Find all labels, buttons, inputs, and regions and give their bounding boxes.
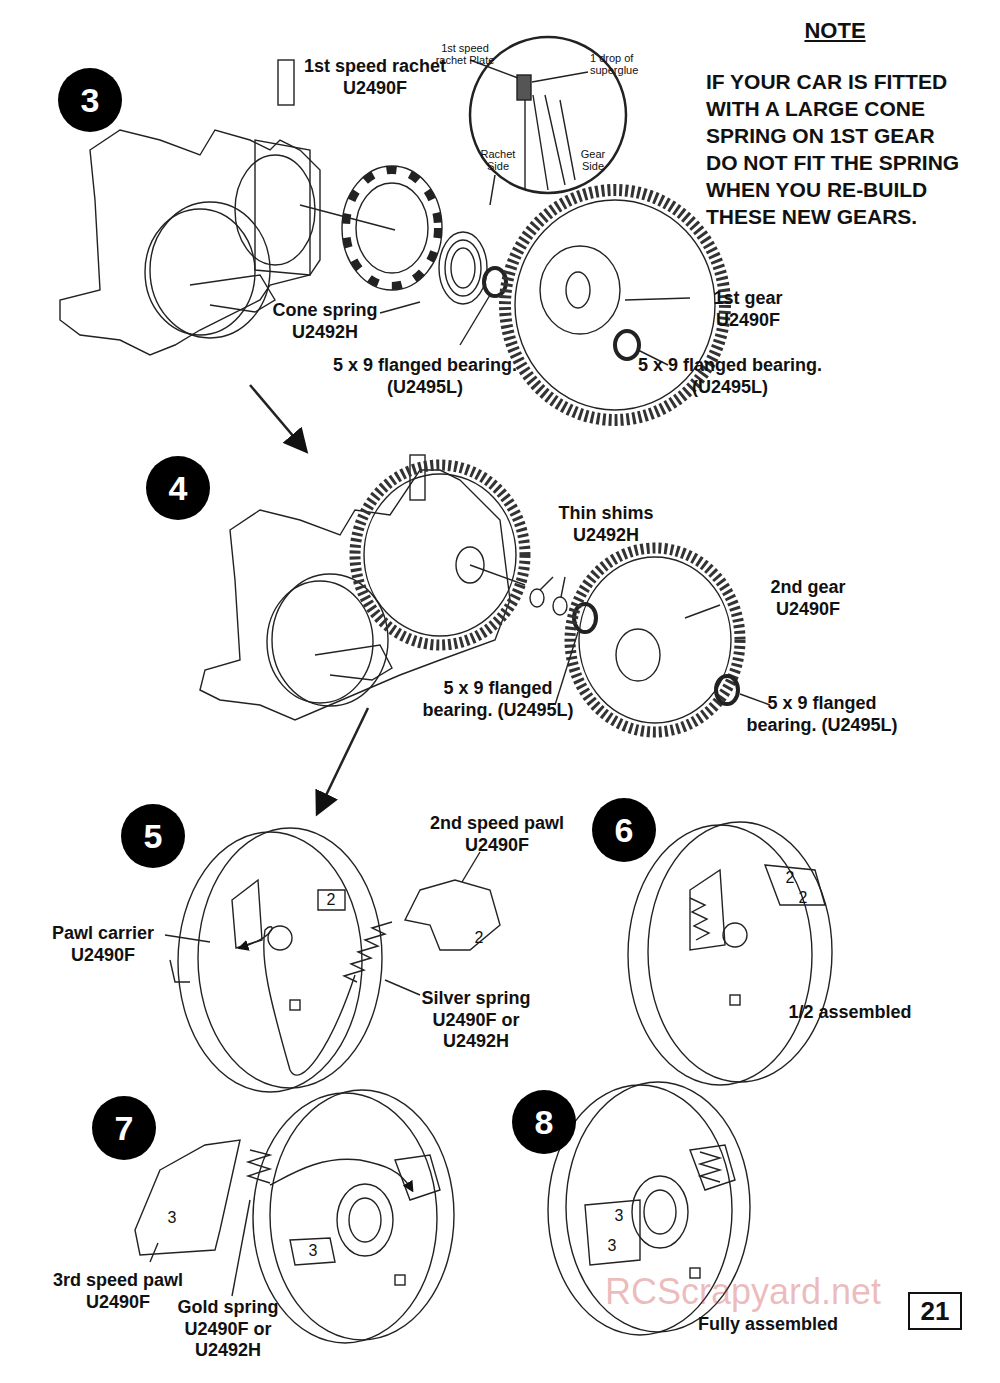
part-label: Thin shims U2492H [531, 503, 681, 546]
status-label: Fully assembled [688, 1314, 848, 1336]
part-label: 5 x 9 flanged bearing. (U2495L) [635, 355, 825, 398]
step-number: 7 [115, 1109, 134, 1148]
part-label: Silver spring U2490F or U2492H [401, 988, 551, 1053]
step-number-circle: 5 [121, 804, 185, 868]
note-body: IF YOUR CAR IS FITTED WITH A LARGE CONE … [706, 68, 972, 230]
callout-label: 1st speed rachet Plate [425, 42, 505, 66]
part-label: 3rd speed pawl U2490F [38, 1270, 198, 1313]
step-number-circle: 8 [512, 1090, 576, 1154]
callout-label: Gear Side [571, 148, 615, 172]
part-label: 5 x 9 flanged bearing. (U2495L) [732, 693, 912, 736]
watermark: RCScrapyard.net [605, 1270, 881, 1313]
part-label: Cone spring U2492H [255, 300, 395, 343]
step-number: 4 [169, 469, 188, 508]
part-label: 2nd gear U2490F [748, 577, 868, 620]
part-label: 1st speed rachet U2490F [290, 56, 460, 99]
pawl-number: 2 [796, 888, 810, 907]
pawl-number: 3 [605, 1236, 619, 1255]
part-label: Pawl carrier U2490F [33, 923, 173, 966]
pawl-number: 3 [306, 1241, 320, 1260]
callout-label: Rachet Side [473, 148, 523, 172]
part-label: 2nd speed pawl U2490F [412, 813, 582, 856]
step-number: 5 [144, 817, 163, 856]
callout-label: 1 drop of superglue [590, 52, 680, 76]
step-number: 3 [81, 81, 100, 120]
part-label: 1st gear U2490F [688, 288, 808, 331]
step-number-circle: 7 [92, 1096, 156, 1160]
part-label: 5 x 9 flanged bearing. (U2495L) [408, 678, 588, 721]
part-label: 5 x 9 flanged bearing. (U2495L) [330, 355, 520, 398]
step-number-circle: 4 [146, 456, 210, 520]
step-number: 6 [615, 811, 634, 850]
page-number-box: 21 [908, 1292, 962, 1330]
pawl-number: 2 [472, 928, 486, 947]
pawl-number: 3 [612, 1206, 626, 1225]
note-title: NOTE [775, 18, 895, 44]
pawl-number: 2 [783, 868, 797, 887]
pawl-number: 2 [324, 890, 338, 909]
step-number: 21 [921, 1296, 950, 1327]
part-label: Gold spring U2490F or U2492H [158, 1297, 298, 1362]
pawl-number: 3 [165, 1208, 179, 1227]
step-number: 8 [535, 1103, 554, 1142]
step-number-circle: 3 [58, 68, 122, 132]
step-number-circle: 6 [592, 798, 656, 862]
status-label: 1/2 assembled [775, 1002, 925, 1024]
